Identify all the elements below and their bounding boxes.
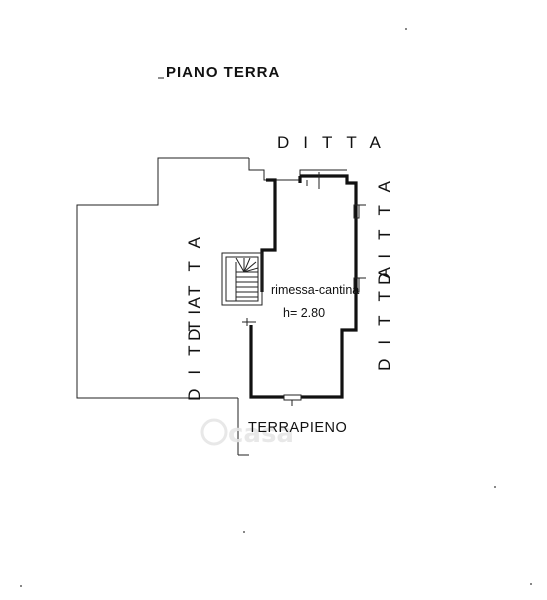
watermark: casa [200, 418, 294, 449]
window-right-upper [353, 204, 366, 219]
window-bottom [283, 394, 302, 406]
ditta-label-left-lower: DITTA [185, 283, 204, 401]
ditta-label-left: DITTA [185, 223, 204, 341]
staircase [221, 252, 263, 306]
terrapieno-label: TERRAPIENO [248, 420, 347, 436]
neighbor-outline [76, 157, 347, 456]
room-height: h= 2.80 [283, 306, 325, 320]
window-right-lower [353, 277, 366, 293]
door-top [306, 172, 320, 189]
watermark-text: casa [228, 419, 294, 449]
scan-specks [20, 28, 532, 587]
ditta-label-right: DITTA [375, 167, 394, 285]
ditta-label-right-lower: DITTA [375, 253, 394, 371]
door-left [242, 318, 256, 326]
ditta-label-top: DITTA [277, 133, 395, 152]
plan-title: PIANO TERRA [166, 64, 280, 81]
room-name: rimessa-cantina [271, 283, 359, 297]
